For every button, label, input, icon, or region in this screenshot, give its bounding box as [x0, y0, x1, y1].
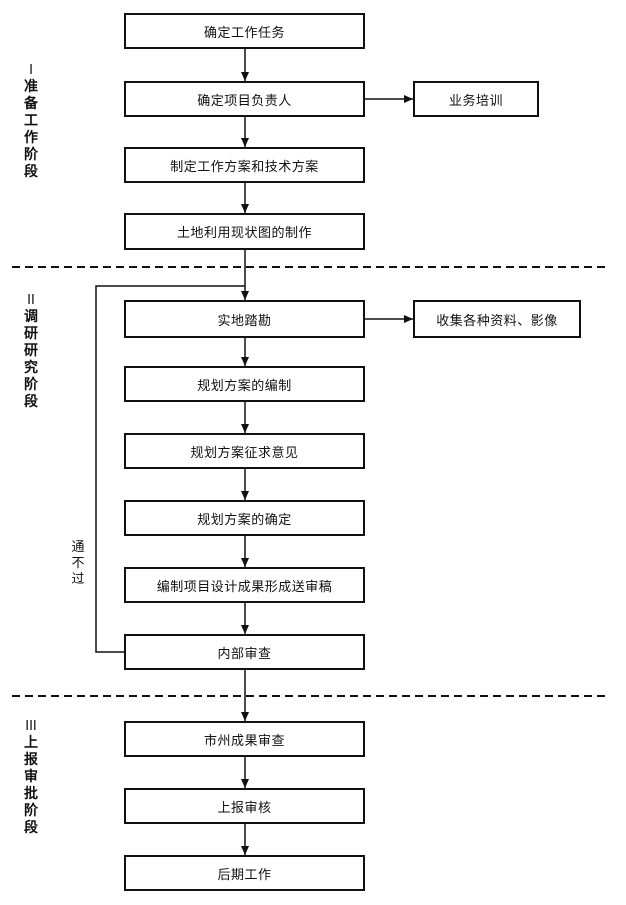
stage-label-2: II 调研研究阶段	[24, 293, 38, 410]
side-collect-data: 收集各种资料、影像	[413, 300, 581, 338]
step-field-survey: 实地踏勘	[124, 300, 365, 338]
step-define-task: 确定工作任务	[124, 13, 365, 49]
loop-back-line	[95, 285, 245, 653]
step-city-review: 市州成果审查	[124, 721, 365, 757]
step-submit-review: 上报审核	[124, 788, 365, 824]
step-assign-leader: 确定项目负责人	[124, 81, 365, 117]
loop-label: 通不过	[71, 540, 85, 587]
step-work-plan: 制定工作方案和技术方案	[124, 147, 365, 183]
stage-label-3: III 上报审批阶段	[24, 719, 38, 836]
step-internal-review: 内部审查	[124, 634, 365, 670]
step-landuse-map: 土地利用现状图的制作	[124, 213, 365, 250]
step-draft-results: 编制项目设计成果形成送审稿	[124, 567, 365, 603]
step-followup: 后期工作	[124, 855, 365, 891]
step-plan-consult: 规划方案征求意见	[124, 433, 365, 469]
step-plan-compile: 规划方案的编制	[124, 366, 365, 402]
side-training: 业务培训	[413, 81, 539, 117]
stage-label-1: I 准备工作阶段	[24, 63, 38, 180]
step-plan-confirm: 规划方案的确定	[124, 500, 365, 536]
